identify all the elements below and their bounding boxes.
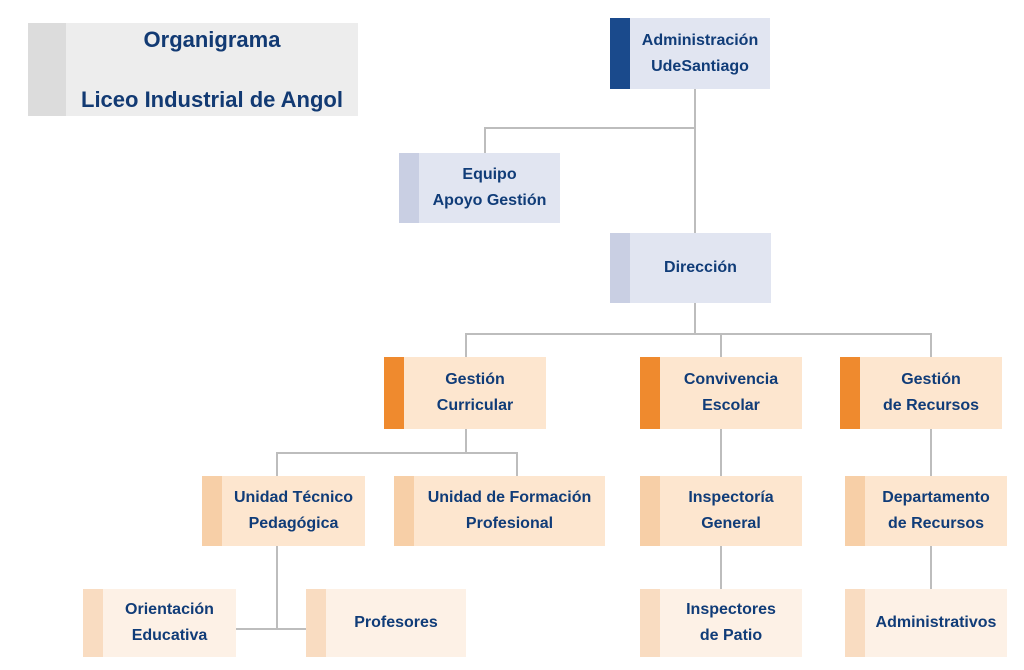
connector-gestion-recursos: [930, 333, 932, 357]
node-accent-bar: [610, 233, 630, 303]
node-accent-bar: [394, 476, 414, 546]
node-label: Convivencia Escolar: [683, 371, 779, 414]
node-label: Equipo Apoyo Gestión: [432, 166, 547, 209]
node-label: Gestión Curricular: [436, 371, 514, 414]
connector-direccion-down: [694, 302, 696, 334]
node-inspectores-patio: Inspectores de Patio: [640, 589, 802, 657]
node-label: Dirección: [664, 259, 737, 276]
node-accent-bar: [640, 476, 660, 546]
node-direccion: Dirección: [610, 233, 771, 303]
node-label: Administrativos: [875, 614, 997, 631]
title-accent-bar: [28, 23, 66, 116]
node-label: Unidad Técnico Pedagógica: [233, 489, 354, 532]
connector-equipo-horizontal: [484, 127, 696, 129]
connector-level4-horizontal: [236, 628, 306, 630]
node-accent-bar: [202, 476, 222, 546]
node-equipo-apoyo-gestion: Equipo Apoyo Gestión: [399, 153, 560, 223]
connector-administrativos: [930, 545, 932, 589]
connector-level3-horizontal: [276, 452, 518, 454]
connector-utp-down: [276, 545, 278, 629]
node-accent-bar: [399, 153, 419, 223]
node-administracion: Administración UdeSantiago: [610, 18, 770, 89]
connector-recursos-departamento: [930, 428, 932, 476]
node-accent-bar: [83, 589, 103, 657]
connector-level2-horizontal: [465, 333, 932, 335]
node-unidad-formacion-profesional: Unidad de Formación Profesional: [394, 476, 605, 546]
node-label: Departamento de Recursos: [882, 489, 990, 532]
connector-admin-direccion: [694, 88, 696, 234]
node-accent-bar: [640, 589, 660, 657]
node-accent-bar: [840, 357, 860, 429]
node-accent-bar: [610, 18, 630, 89]
connector-convivencia: [720, 333, 722, 357]
node-label: Orientación Educativa: [125, 601, 214, 644]
node-accent-bar: [640, 357, 660, 429]
node-profesores: Profesores: [306, 589, 466, 657]
node-convivencia-escolar: Convivencia Escolar: [640, 357, 802, 429]
node-accent-bar: [845, 589, 865, 657]
node-accent-bar: [306, 589, 326, 657]
node-unidad-tecnico-pedagogica: Unidad Técnico Pedagógica: [202, 476, 365, 546]
node-accent-bar: [384, 357, 404, 429]
node-label: Inspectoría General: [688, 489, 774, 532]
connector-ufp: [516, 452, 518, 476]
connector-gestion-curricular: [465, 333, 467, 357]
org-chart-title: Organigrama Liceo Industrial de Angol: [28, 23, 358, 116]
title-line-2: Liceo Industrial de Angol: [81, 86, 343, 112]
connector-equipo-vertical: [484, 127, 486, 153]
node-gestion-curricular: Gestión Curricular: [384, 357, 546, 429]
node-accent-bar: [845, 476, 865, 546]
connector-convivencia-inspectoria: [720, 428, 722, 476]
connector-utp: [276, 452, 278, 476]
connector-gc-down: [465, 428, 467, 453]
node-label: Profesores: [354, 614, 438, 631]
node-label: Gestión de Recursos: [882, 371, 980, 414]
node-label: Inspectores de Patio: [686, 601, 776, 644]
connector-inspectores: [720, 545, 722, 589]
title-line-1: Organigrama: [143, 26, 281, 52]
node-inspectoria-general: Inspectoría General: [640, 476, 802, 546]
node-administrativos: Administrativos: [845, 589, 1007, 657]
node-gestion-recursos: Gestión de Recursos: [840, 357, 1002, 429]
node-orientacion-educativa: Orientación Educativa: [83, 589, 236, 657]
node-label: Administración UdeSantiago: [641, 31, 759, 75]
node-label: Unidad de Formación Profesional: [427, 489, 592, 532]
node-departamento-recursos: Departamento de Recursos: [845, 476, 1007, 546]
